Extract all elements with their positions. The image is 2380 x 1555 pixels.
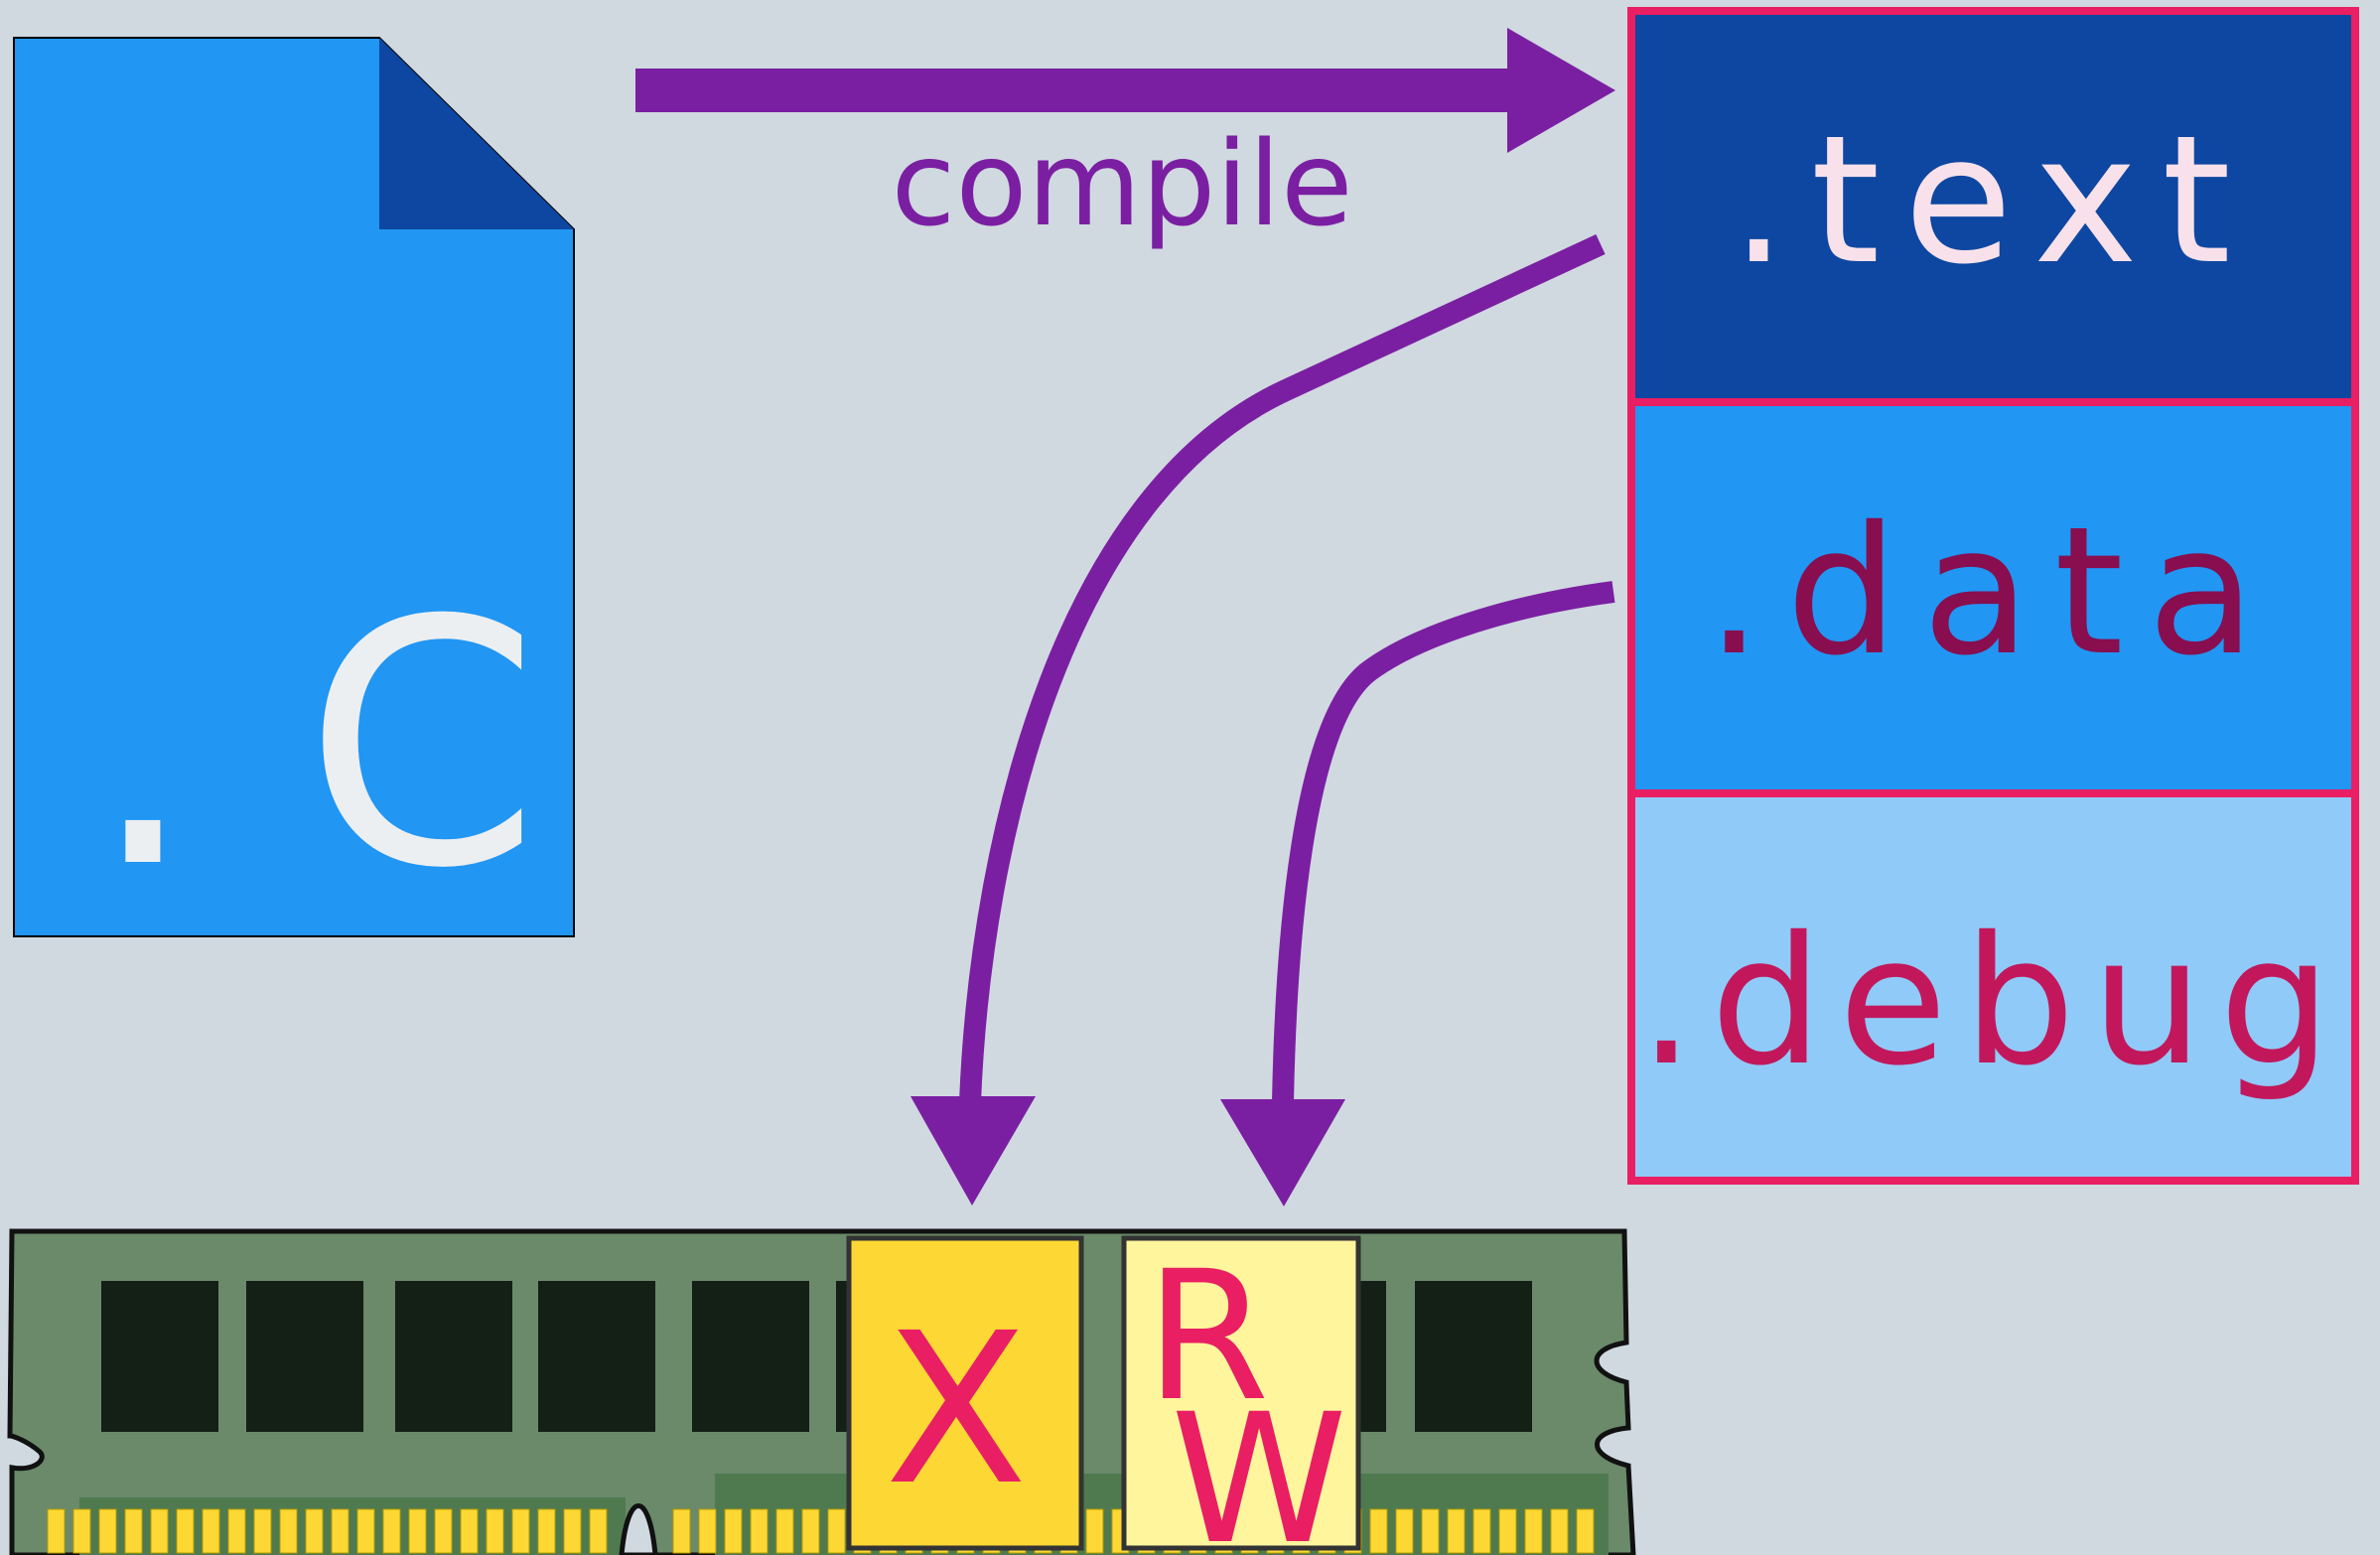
ram-pin bbox=[1576, 1508, 1595, 1554]
text-section-label: .text bbox=[1731, 97, 2255, 303]
data-to-rw-arrow bbox=[1220, 581, 1615, 1206]
ram-pin bbox=[724, 1508, 743, 1554]
ram-pin bbox=[486, 1508, 504, 1554]
compile-label: compile bbox=[891, 115, 1352, 252]
ram-pin bbox=[382, 1508, 401, 1554]
compile-arrow bbox=[635, 28, 1615, 153]
section-stack: .text .data .debug bbox=[1627, 7, 2359, 1185]
ram-pin bbox=[1524, 1508, 1543, 1554]
ram-pin bbox=[408, 1508, 427, 1554]
c-source-file-icon: . C bbox=[13, 37, 575, 942]
ram-pin bbox=[47, 1508, 66, 1554]
ram-pin bbox=[279, 1508, 298, 1554]
ram-pin bbox=[253, 1508, 272, 1554]
ram-pin bbox=[434, 1508, 453, 1554]
debug-section-label: .debug bbox=[1638, 899, 2347, 1104]
ram-pin bbox=[305, 1508, 324, 1554]
rw-region-read-label: R bbox=[1145, 1233, 1269, 1441]
ram-pin bbox=[698, 1508, 717, 1554]
ram-pin bbox=[589, 1508, 608, 1554]
ram-pin bbox=[1447, 1508, 1466, 1554]
ram-pin bbox=[227, 1508, 246, 1554]
ram-pin bbox=[1421, 1508, 1440, 1554]
ram-pin bbox=[537, 1508, 556, 1554]
exec-region: X bbox=[846, 1235, 1084, 1551]
ram-pin bbox=[72, 1508, 91, 1554]
text-to-exec-arrow bbox=[910, 234, 1606, 1205]
source-file-label: . C bbox=[89, 549, 540, 942]
ram-module-icon bbox=[7, 1228, 1636, 1555]
ram-pin bbox=[176, 1508, 195, 1554]
ram-pin bbox=[356, 1508, 375, 1554]
ram-pin bbox=[124, 1508, 143, 1554]
ram-pin bbox=[150, 1508, 169, 1554]
ram-pin bbox=[460, 1508, 479, 1554]
exec-region-label: X bbox=[885, 1288, 1028, 1531]
ram-pin bbox=[1395, 1508, 1414, 1554]
ram-pin bbox=[98, 1508, 117, 1554]
ram-pin bbox=[563, 1508, 582, 1554]
rw-region: R W bbox=[1121, 1233, 1361, 1555]
ram-pin bbox=[1369, 1508, 1388, 1554]
text-section-box bbox=[1627, 7, 2359, 406]
ram-pin bbox=[1472, 1508, 1491, 1554]
ram-pins-left bbox=[47, 1508, 608, 1554]
ram-pin bbox=[827, 1508, 846, 1554]
ram-pin bbox=[801, 1508, 820, 1554]
ram-pin bbox=[1085, 1508, 1104, 1554]
ram-pin bbox=[1498, 1508, 1517, 1554]
ram-pin bbox=[1550, 1508, 1569, 1554]
debug-section-box bbox=[1627, 789, 2359, 1185]
ram-pin bbox=[750, 1508, 769, 1554]
ram-pin bbox=[331, 1508, 350, 1554]
ram-pin bbox=[672, 1508, 691, 1554]
ram-pin bbox=[511, 1508, 530, 1554]
data-section-label: .data bbox=[1706, 489, 2280, 694]
ram-pin bbox=[775, 1508, 794, 1554]
rw-region-write-label: W bbox=[1171, 1376, 1347, 1555]
ram-pin bbox=[202, 1508, 220, 1554]
